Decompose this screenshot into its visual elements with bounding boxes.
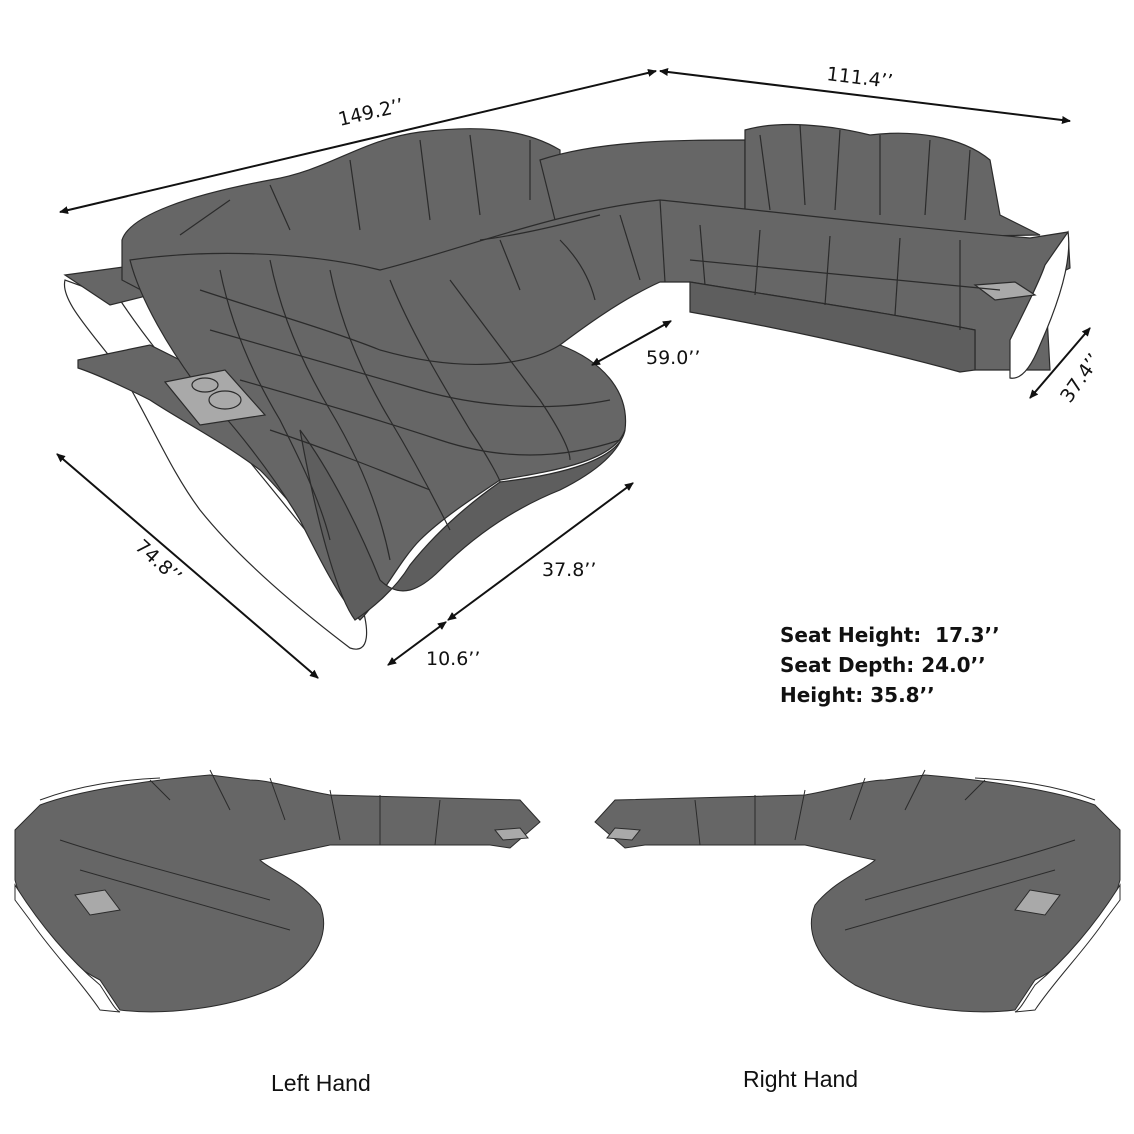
spec-height: Height: 35.8’’	[780, 683, 935, 707]
dim-label-10-6: 10.6’’	[426, 648, 480, 670]
right-hand-variant-illustration	[594, 769, 1121, 1013]
dim-line-59	[591, 320, 672, 366]
dim-line-149	[59, 68, 657, 215]
dimension-lines	[56, 67, 1091, 679]
dim-line-74-8	[56, 453, 319, 679]
dim-line-37-4	[1029, 327, 1091, 399]
spec-seat-height: Seat Height: 17.3’’	[780, 623, 1000, 647]
dim-label-37-8: 37.8’’	[542, 559, 596, 581]
caption-left-hand: Left Hand	[271, 1070, 371, 1096]
dim-line-111	[659, 67, 1071, 125]
left-console	[163, 369, 267, 426]
right-arm-frame	[1009, 230, 1070, 379]
dim-label-149: 149.2’’	[336, 94, 406, 130]
right-back	[744, 123, 1041, 241]
dim-line-10-6	[387, 621, 447, 666]
dim-label-59: 59.0’’	[646, 347, 700, 369]
dim-label-111: 111.4’’	[825, 63, 894, 93]
left-hand-variant-illustration	[14, 769, 541, 1013]
caption-right-hand: Right Hand	[743, 1066, 859, 1092]
main-sofa-illustration	[63, 123, 1071, 650]
dim-line-37-8	[447, 482, 634, 621]
spec-list: Seat Height: 17.3’’ Seat Depth: 24.0’’ H…	[780, 620, 1000, 710]
right-front	[689, 281, 976, 373]
right-console	[973, 281, 1037, 301]
spec-seat-depth: Seat Depth: 24.0’’	[780, 653, 986, 677]
dim-label-74-8: 74.8’’	[131, 535, 186, 588]
